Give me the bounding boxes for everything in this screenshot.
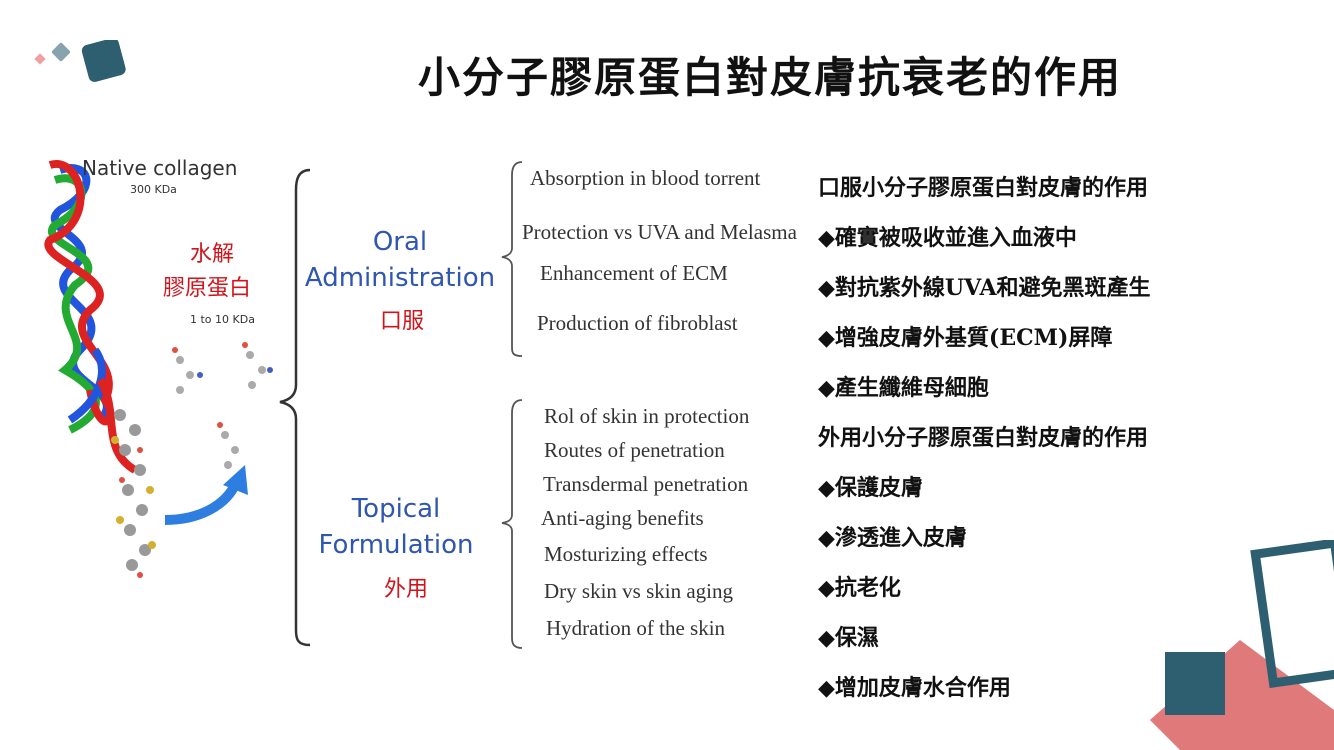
oral-item: Protection vs UVA and Melasma (522, 220, 797, 244)
oral-item: Absorption in blood torrent (530, 166, 761, 190)
braces-diagram (279, 161, 523, 649)
topical-effect-item: ◆保護皮膚 (818, 475, 923, 501)
oral-effect-item: ◆增強皮膚外基質(ECM)屏障 (818, 325, 1113, 351)
native-collagen-label: Native collagen (82, 156, 238, 180)
topical-effect-item: ◆增加皮膚水合作用 (818, 675, 1011, 701)
topical-effect-item: ◆滲透進入皮膚 (818, 525, 967, 551)
oral-line2: Administration (304, 263, 496, 293)
topical-line2: Formulation (318, 530, 474, 560)
oral-effect-item: ◆對抗紫外線UVA和避免黑斑產生 (818, 275, 1151, 301)
oral-effects-heading: 口服小分子膠原蛋白對皮膚的作用 (818, 175, 1149, 201)
hydrolysis-label: 水解 (190, 242, 235, 267)
topical-effect-item: ◆保濕 (818, 625, 879, 651)
native-size-label: 300 KDa (130, 183, 177, 196)
topical-formulation-heading: Topical Formulation (296, 491, 496, 563)
topical-zh-label: 外用 (384, 577, 429, 602)
slide-title: 小分子膠原蛋白對皮膚抗衰老的作用 (418, 53, 1123, 102)
topical-effect-item: ◆抗老化 (818, 575, 901, 601)
topical-item: Routes of penetration (544, 438, 725, 462)
hydrolyzed-collagen-label: 膠原蛋白 (163, 276, 252, 301)
topical-item: Anti-aging benefits (541, 506, 704, 530)
topical-line1: Topical (351, 494, 441, 524)
topical-effects-heading: 外用小分子膠原蛋白對皮膚的作用 (818, 425, 1149, 451)
collagen-helix-illustration (44, 160, 273, 578)
topical-item: Transdermal penetration (543, 472, 749, 496)
oral-item: Enhancement of ECM (540, 261, 728, 285)
oral-zh-label: 口服 (380, 309, 425, 334)
decorative-squares-icon (34, 40, 126, 82)
oral-item: Production of fibroblast (537, 311, 738, 335)
corner-decoration-icon (1150, 540, 1334, 750)
oral-effect-item: ◆產生纖維母細胞 (818, 375, 989, 401)
topical-item: Dry skin vs skin aging (544, 579, 733, 603)
oral-line1: Oral (372, 227, 428, 257)
oral-administration-heading: Oral Administration (300, 224, 500, 296)
small-size-label: 1 to 10 KDa (190, 313, 255, 326)
topical-item: Rol of skin in protection (544, 404, 750, 428)
topical-item: Mosturizing effects (544, 542, 708, 566)
oral-effect-item: ◆確實被吸收並進入血液中 (818, 225, 1077, 251)
topical-item: Hydration of the skin (546, 616, 726, 640)
